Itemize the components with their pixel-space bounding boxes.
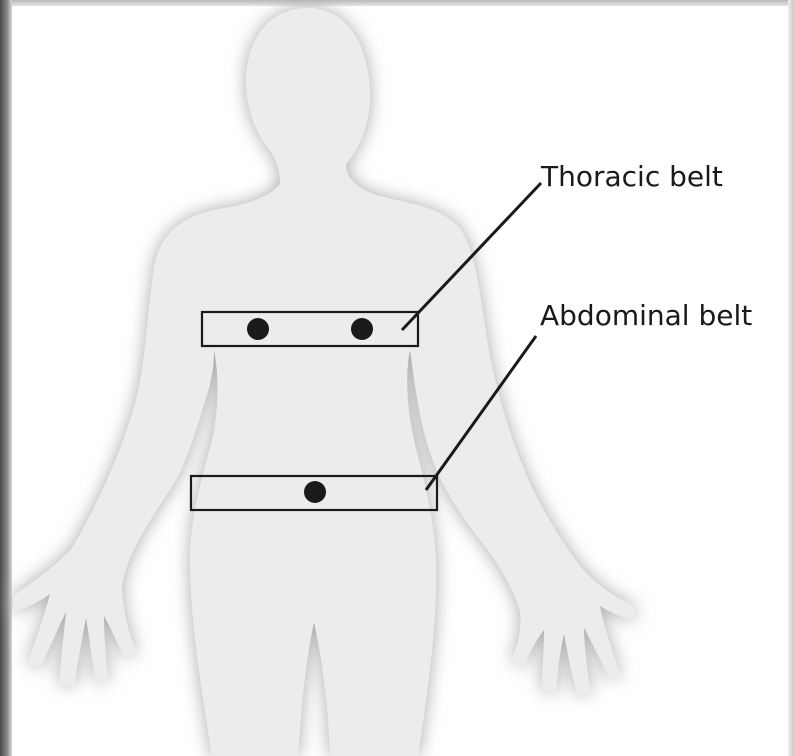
thoracic-sensor-right bbox=[351, 318, 373, 340]
abdominal-sensor bbox=[304, 481, 326, 503]
human-silhouette bbox=[12, 8, 634, 756]
body-outline bbox=[12, 8, 634, 756]
thoracic-belt-label: Thoracic belt bbox=[541, 160, 723, 193]
thoracic-sensor-left bbox=[247, 318, 269, 340]
abdominal-belt-label: Abdominal belt bbox=[540, 299, 752, 332]
